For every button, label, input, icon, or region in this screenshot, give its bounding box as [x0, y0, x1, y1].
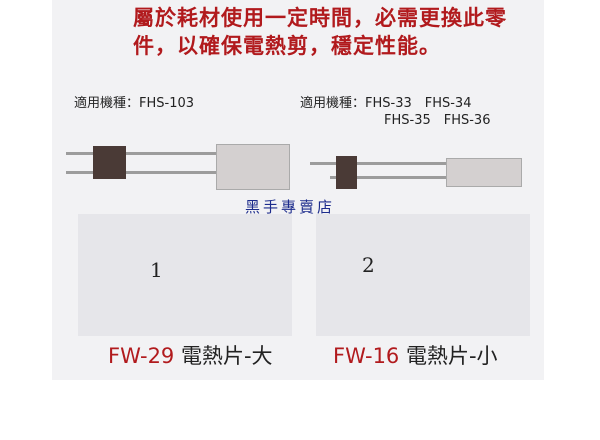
product-name-2: 電熱片-小 — [405, 344, 498, 368]
product-number-1: 1 — [150, 258, 163, 282]
photo-area-1 — [78, 214, 292, 336]
description-line-2: 件，以確保電熱剪，穩定性能。 — [133, 34, 441, 58]
product-code-1: FW-29 — [108, 344, 175, 368]
product-caption-1: FW-29 電熱片-大 — [108, 340, 273, 370]
description: 屬於耗材使用一定時間，必需更換此零 件，以確保電熱剪，穩定性能。 — [133, 4, 507, 60]
compat-label-2: 適用機種：FHS-33 FHS-34 — [300, 96, 472, 111]
compat-label-1: 適用機種：FHS-103 — [74, 96, 195, 111]
product-number-2: 2 — [362, 253, 375, 277]
watermark: 黑手專賣店 — [245, 198, 336, 216]
product-code-2: FW-16 — [333, 344, 400, 368]
photo-area-2 — [316, 214, 530, 336]
product-name-1: 電熱片-大 — [180, 344, 273, 368]
product-caption-2: FW-16 電熱片-小 — [333, 340, 498, 370]
compat-label-2b: FHS-35 FHS-36 — [384, 113, 491, 128]
description-line-1: 屬於耗材使用一定時間，必需更換此零 — [133, 6, 507, 30]
